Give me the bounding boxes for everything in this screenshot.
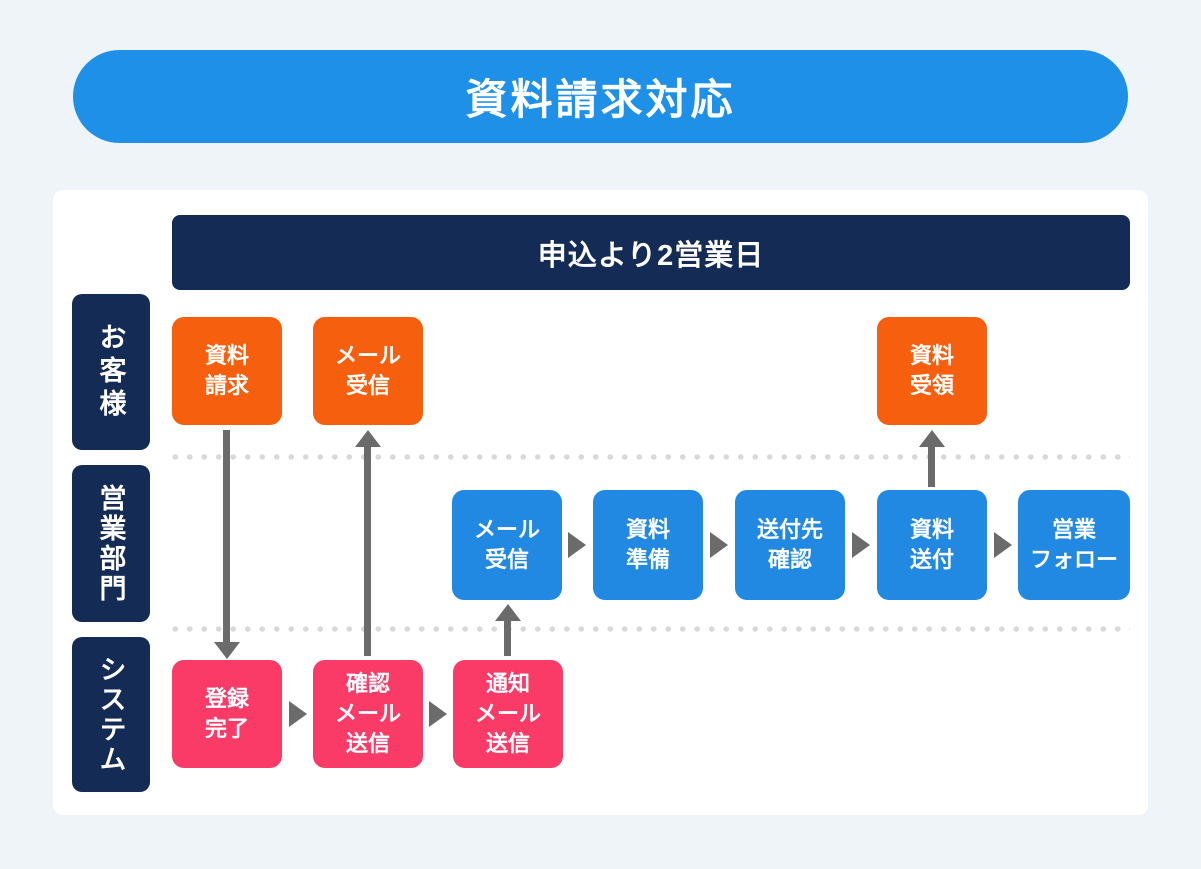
- step-sales-follow: 営業 フォロー: [1018, 490, 1130, 600]
- page-title: 資料請求対応: [465, 76, 736, 123]
- arrow-right-icon: [710, 532, 728, 558]
- step-document-send: 資料 送付: [877, 490, 987, 600]
- step-document-prepare: 資料 準備: [593, 490, 703, 600]
- arrow-right-icon: [852, 532, 870, 558]
- arrow-right-icon: [994, 532, 1012, 558]
- arrow-right-icon: [289, 701, 307, 727]
- step-address-confirm: 送付先 確認: [735, 490, 845, 600]
- arrow-down-icon: [214, 642, 240, 659]
- step-customer-mail-receive: メール 受信: [313, 317, 423, 425]
- arrow-up-icon: [495, 604, 521, 621]
- arrow-right-icon: [429, 701, 447, 727]
- step-notify-mail-send: 通知 メール 送信: [453, 660, 563, 768]
- arrow-up-icon: [928, 447, 935, 487]
- step-document-receipt: 資料 受領: [877, 317, 987, 425]
- lane-label-sales: 営業部門: [72, 465, 150, 622]
- arrow-down-icon: [223, 430, 230, 642]
- title-banner: 資料請求対応: [73, 50, 1128, 143]
- lane-divider-customer-sales: [168, 454, 1130, 460]
- timeline-label: 申込より2営業日: [537, 239, 765, 272]
- lane-label-system: システム: [72, 637, 150, 792]
- arrow-up-icon: [919, 430, 945, 447]
- step-document-request: 資料 請求: [172, 317, 282, 425]
- lane-divider-sales-system: [168, 626, 1130, 632]
- arrow-up-icon: [355, 430, 381, 447]
- step-confirm-mail-send: 確認 メール 送信: [313, 660, 423, 768]
- step-sales-mail-receive: メール 受信: [452, 490, 562, 600]
- arrow-up-icon: [364, 447, 371, 656]
- timeline-bar: 申込より2営業日: [172, 215, 1130, 290]
- flowchart-card: 申込より2営業日 お客様 営業部門 システム 資料 請求 メール 受信 資料 受…: [53, 190, 1148, 815]
- arrow-right-icon: [568, 532, 586, 558]
- arrow-up-icon: [504, 621, 511, 656]
- step-registration-complete: 登録 完了: [172, 660, 282, 768]
- lane-label-customer: お客様: [72, 294, 150, 450]
